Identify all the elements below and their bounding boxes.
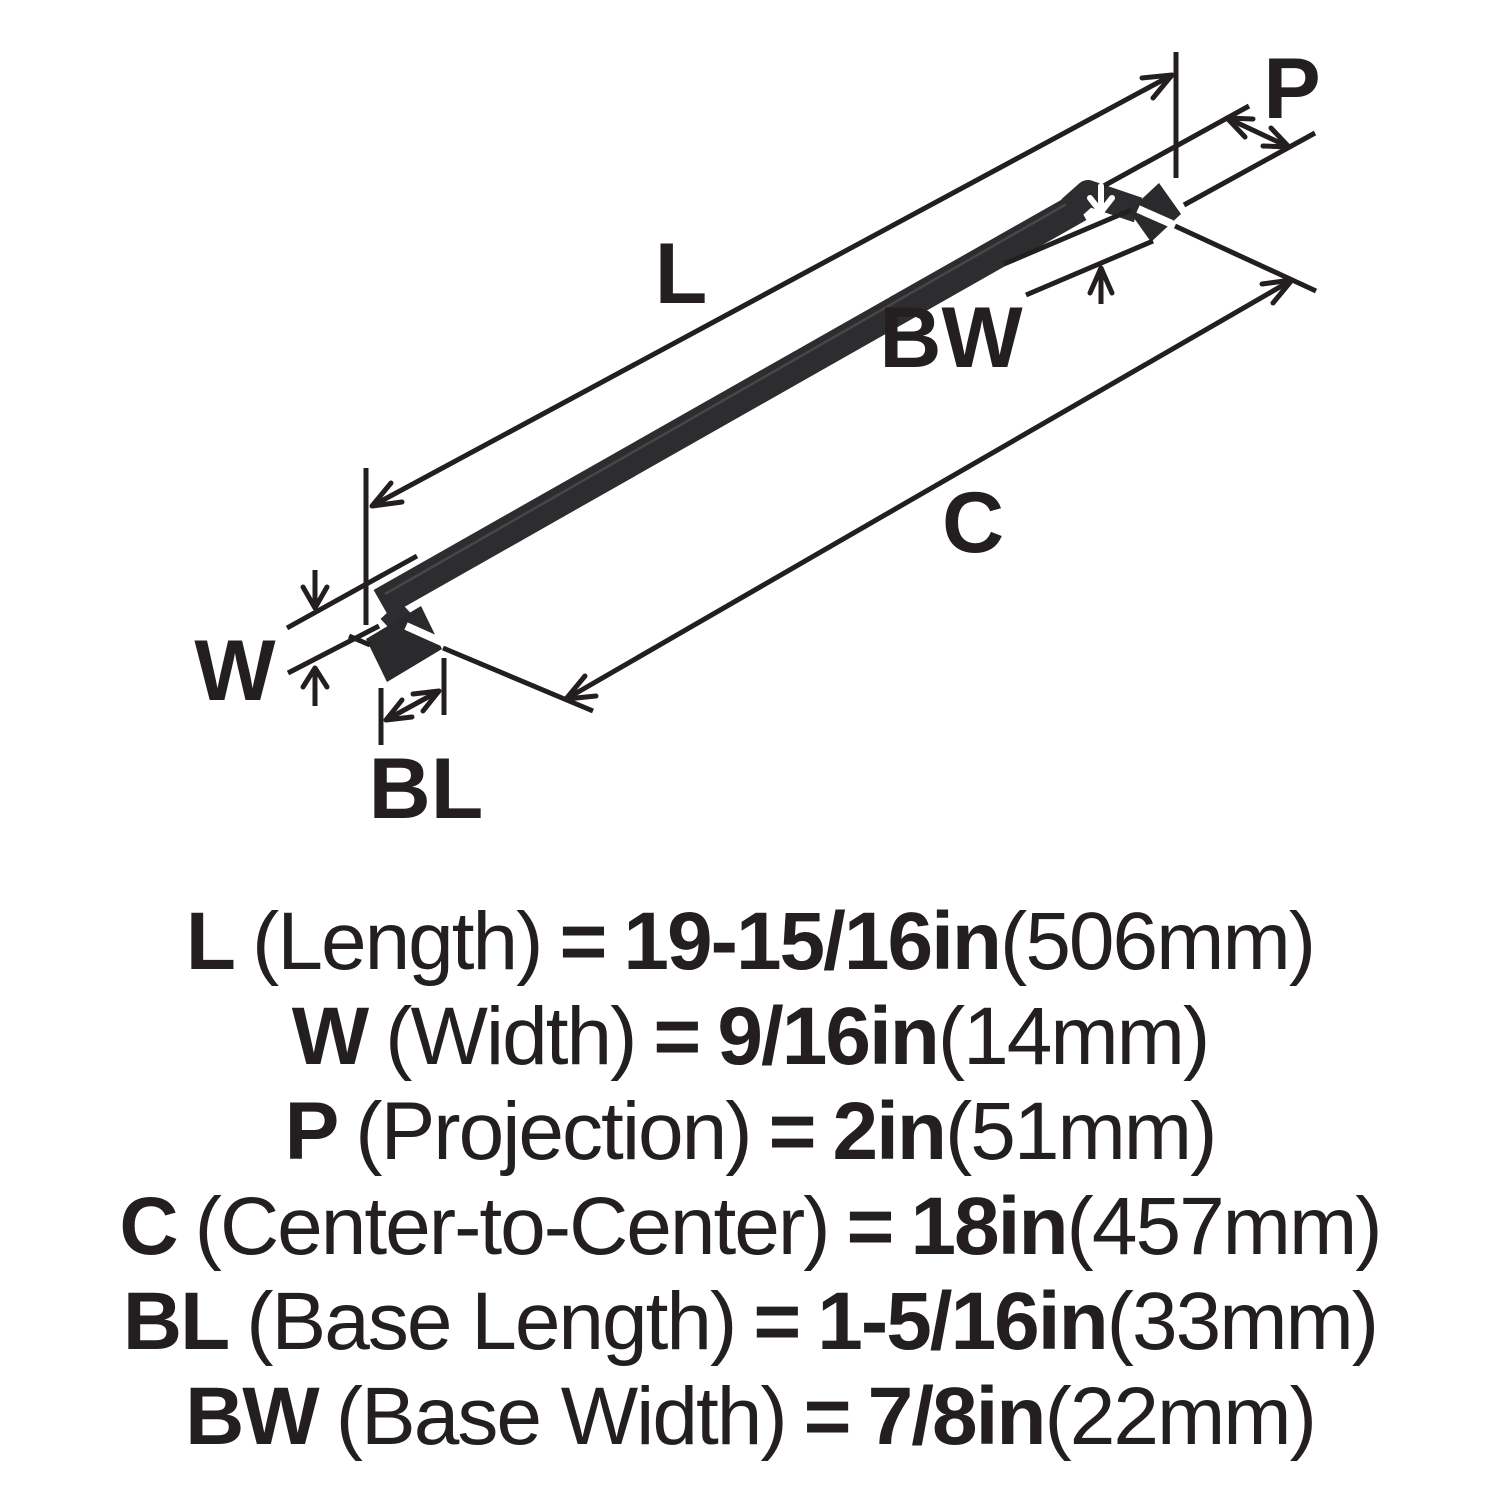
label-BW: BW [879,290,1023,386]
l-dimension-line [370,72,1174,509]
label-L: L [655,226,708,322]
dimension-drawing: L C P BW W [194,41,1321,837]
p-upper-extension-line [1098,103,1251,191]
spec-code: W [291,991,369,1082]
label-P: P [1263,41,1320,137]
spec-value: 9/16in [717,991,939,1082]
l-arrowhead-left [369,480,405,509]
spec-code: C [119,1181,178,1272]
spec-code: BW [185,1371,320,1462]
bl-arrowhead-right [410,688,442,714]
spec-code: BL [122,1276,230,1367]
equals-sign: = [768,1086,817,1177]
c-arrowhead-left [563,673,599,702]
spec-name: (Projection) [355,1086,752,1177]
dimension-BL: BL [369,658,484,837]
p-arrowhead-lower [1260,125,1292,150]
spec-row-center-to-center: C(Center-to-Center)=18in(457mm) [119,1179,1383,1274]
p-dimension-line [1225,115,1291,150]
p-lower-extension-line [1182,130,1317,208]
spec-metric: (14mm) [937,991,1210,1082]
bw-upper-extension-line [1003,207,1132,267]
label-BL: BL [369,741,484,837]
spec-row-length: L(Length)=19-15/16in(506mm) [185,894,1316,989]
dimension-P: P [1098,41,1321,208]
bw-down-arrowhead [1087,195,1115,215]
spec-metric: (506mm) [1000,896,1316,987]
spec-value: 18in [910,1181,1068,1272]
spec-code: L [185,896,236,987]
equals-sign: = [559,896,608,987]
spec-list: L(Length)=19-15/16in(506mm) W(Width)=9/1… [0,894,1500,1464]
spec-metric: (51mm) [944,1086,1217,1177]
spec-row-base-width: BW(Base Width)=7/8in(22mm) [185,1369,1317,1464]
spec-code: P [284,1086,340,1177]
spec-name: (Center-to-Center) [194,1181,831,1272]
spec-name: (Length) [252,896,543,987]
handle-bar [373,193,1087,617]
dimension-BW: BW [879,183,1154,386]
spec-row-width: W(Width)=9/16in(14mm) [291,989,1211,1084]
spec-metric: (457mm) [1066,1181,1383,1272]
handle-bar-facet-line [384,196,1078,596]
spec-name: (Base Length) [246,1276,737,1367]
bw-up-arrowhead [1087,265,1115,296]
dimension-W: W [194,553,419,719]
equals-sign: = [846,1181,895,1272]
c-arrowhead-right [1259,277,1295,306]
w-up-arrowhead [300,665,330,690]
spec-name: (Base Width) [335,1371,788,1462]
equals-sign: = [753,1276,801,1367]
dimension-L: L [363,52,1179,625]
w-upper-extension-line [285,553,419,631]
c-right-extension-line [1173,223,1318,294]
spec-value: 7/8in [867,1371,1047,1462]
bl-dimension-line [384,688,441,723]
spec-value: 2in [832,1086,947,1177]
c-left-extension-line [442,645,594,714]
spec-row-projection: P(Projection)=2in(51mm) [284,1084,1218,1179]
c-right-extension-notch [1136,205,1174,228]
spec-metric: (33mm) [1106,1276,1379,1367]
c-left-extension-notch [404,622,446,647]
spec-row-base-length: BL(Base Length)=1-5/16in(33mm) [122,1274,1379,1369]
dimension-C: C [348,205,1318,714]
bw-lower-extension-line [1025,238,1154,298]
handle-left-base-pad [366,606,442,682]
spec-value: 1-5/16in [817,1276,1108,1367]
w-down-arrowhead [300,584,330,611]
p-arrowhead-upper [1224,115,1256,140]
c-dimension-line [564,277,1294,702]
equals-sign: = [803,1371,852,1462]
label-W: W [194,623,276,719]
spec-metric: (22mm) [1044,1371,1316,1462]
handle-pull [366,180,1181,682]
w-lower-extension-line [286,623,381,676]
spec-value: 19-15/16in [623,896,1002,987]
spec-name: (Width) [385,991,637,1082]
handle-dimension-figure: L C P BW W [194,41,1321,837]
l-arrowhead-right [1139,72,1175,101]
label-C: C [942,475,1004,571]
handle-right-neck [1061,180,1143,223]
bl-arrowhead-left [383,697,415,723]
equals-sign: = [653,991,701,1082]
